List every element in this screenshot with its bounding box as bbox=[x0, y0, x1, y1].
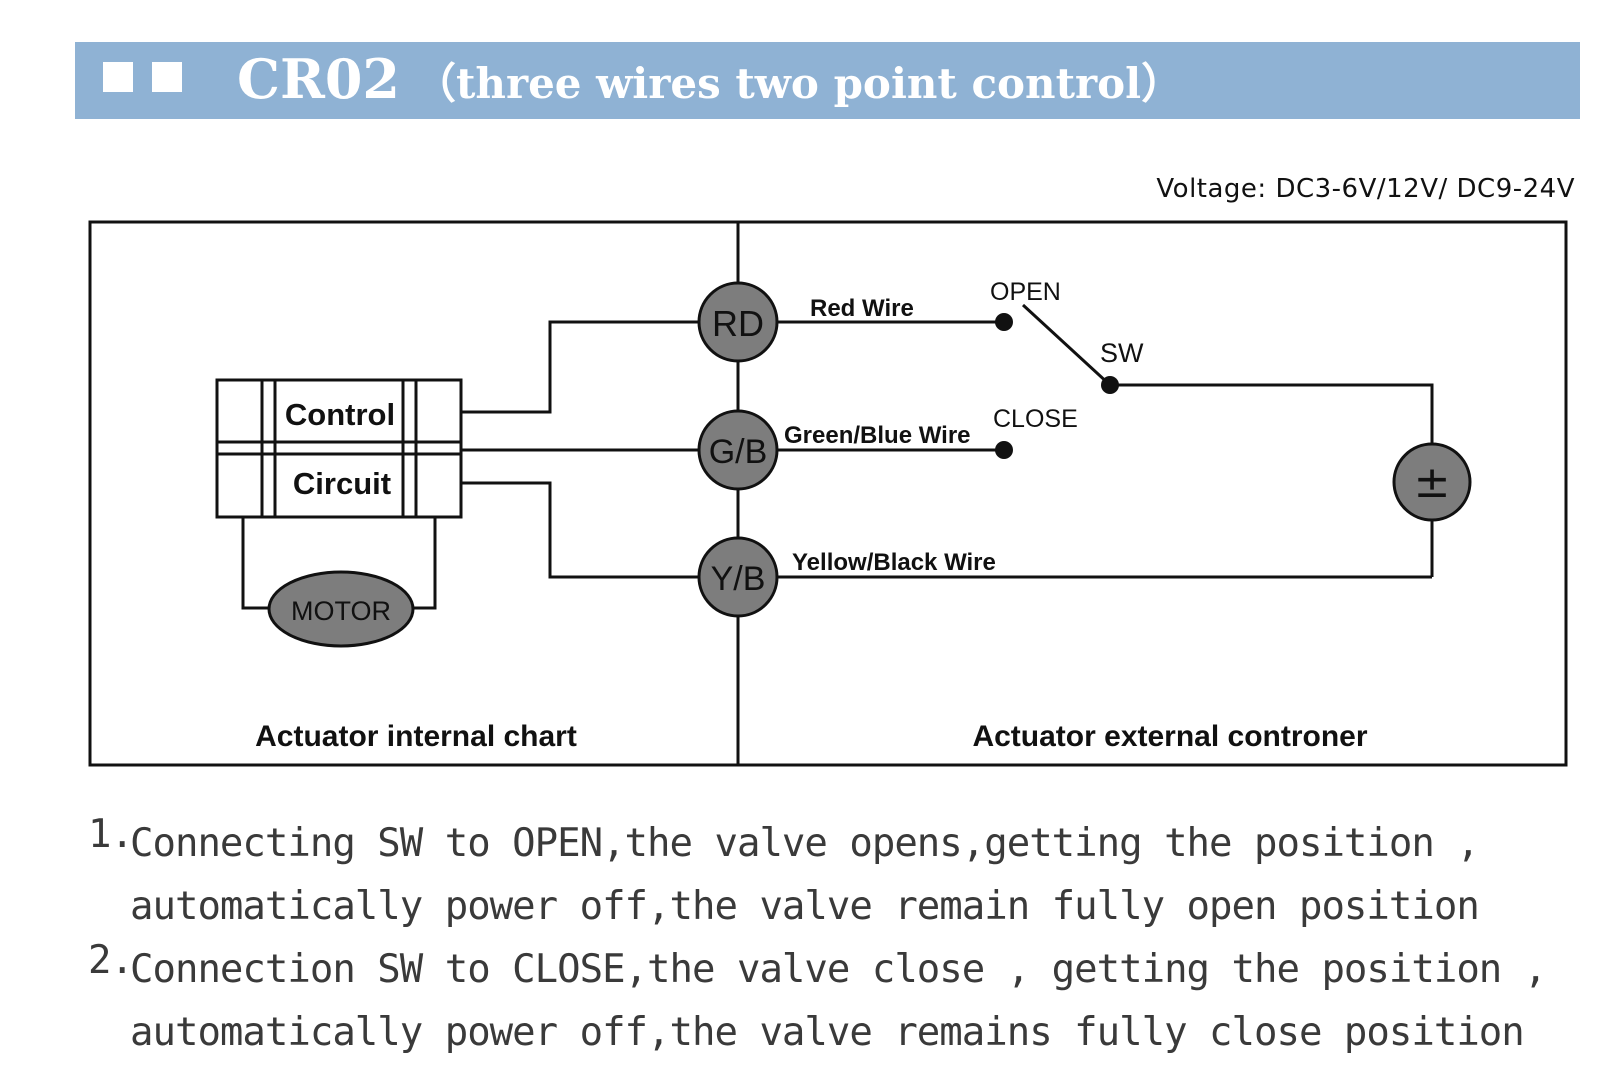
yellow-black-wire-label: Yellow/Black Wire bbox=[792, 549, 996, 576]
note-line: automatically power off,the valve remain… bbox=[130, 884, 1480, 929]
terminal-rd bbox=[697, 281, 779, 363]
terminal-gb-label: G/B bbox=[709, 433, 768, 471]
right-panel-label: Actuator external controner bbox=[972, 720, 1367, 753]
terminal-rd-label: RD bbox=[712, 303, 764, 344]
title-bar: CR02 （three wires two point control） bbox=[75, 42, 1580, 119]
red-wire-label: Red Wire bbox=[810, 295, 914, 322]
close-contact bbox=[995, 441, 1013, 459]
left-panel-label: Actuator internal chart bbox=[255, 720, 577, 753]
note-item: 2. Connection SW to CLOSE,the valve clos… bbox=[88, 938, 1608, 1064]
square-bullet-icon bbox=[152, 62, 182, 92]
motor-label: MOTOR bbox=[291, 596, 391, 626]
close-label: CLOSE bbox=[993, 405, 1078, 433]
page-title: CR02 （three wires two point control） bbox=[237, 42, 1183, 119]
power-symbol: ± bbox=[1414, 457, 1451, 508]
open-contact bbox=[995, 313, 1013, 331]
control-circuit-block bbox=[215, 378, 463, 519]
sw-label: SW bbox=[1100, 338, 1144, 368]
instruction-notes: 1. Connecting SW to OPEN,the valve opens… bbox=[88, 812, 1608, 1064]
note-number: 1. bbox=[88, 812, 134, 857]
open-label: OPEN bbox=[990, 278, 1061, 306]
voltage-label: Voltage: DC3-6V/12V/ DC9-24V bbox=[1156, 174, 1575, 204]
diagram-frame bbox=[88, 220, 1568, 767]
terminal-yb-label: Y/B bbox=[711, 560, 766, 598]
note-number: 2. bbox=[88, 938, 134, 983]
note-line: Connection SW to CLOSE,the valve close ,… bbox=[130, 947, 1547, 992]
circuit-label: Circuit bbox=[293, 466, 391, 501]
motor-symbol bbox=[267, 570, 415, 648]
motor-wires bbox=[241, 517, 437, 610]
note-line: Connecting SW to OPEN,the valve opens,ge… bbox=[130, 821, 1480, 866]
power-source-icon bbox=[1392, 442, 1472, 522]
title-model: CR02 bbox=[237, 47, 401, 111]
internal-wires bbox=[461, 320, 698, 579]
note-item: 1. Connecting SW to OPEN,the valve opens… bbox=[88, 812, 1608, 938]
switch-pivot bbox=[1101, 376, 1119, 394]
terminal-gb bbox=[697, 409, 779, 491]
wiring-diagram: Control Circuit MOTOR OPEN CLOSE SW RD G… bbox=[88, 220, 1568, 767]
title-subtitle: （three wires two point control） bbox=[414, 59, 1184, 108]
note-line: automatically power off,the valve remain… bbox=[130, 1010, 1525, 1055]
external-wires bbox=[778, 303, 1434, 579]
green-blue-wire-label: Green/Blue Wire bbox=[784, 422, 971, 449]
terminal-yb bbox=[697, 536, 779, 618]
switch-lever bbox=[1021, 303, 1112, 387]
square-bullet-icon bbox=[103, 62, 133, 92]
control-label: Control bbox=[285, 397, 395, 432]
